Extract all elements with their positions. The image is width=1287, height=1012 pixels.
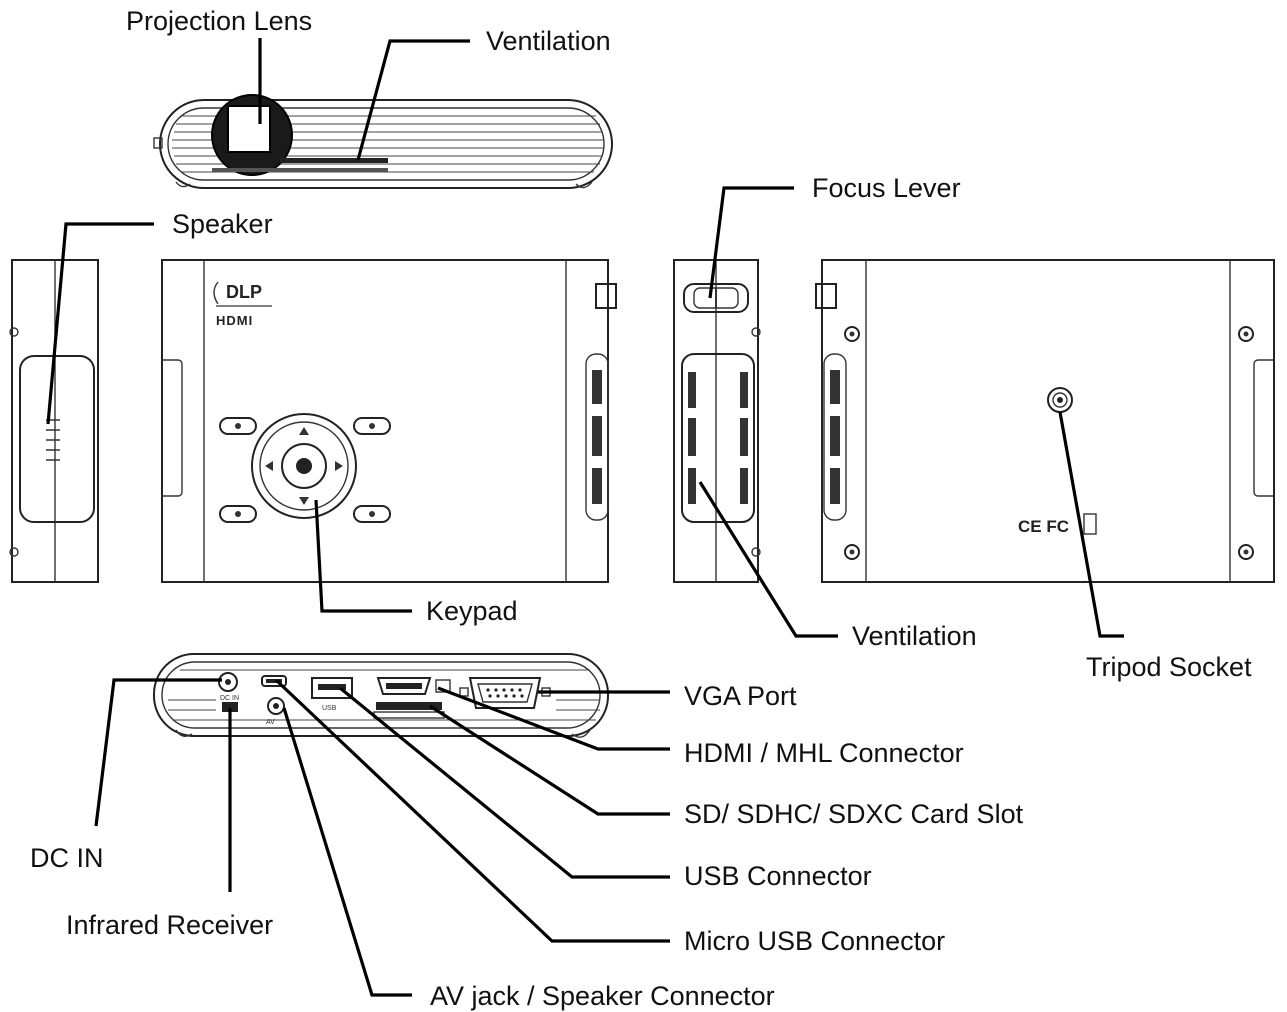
bottom-face-view: CE FC: [815, 259, 1275, 583]
leader-ventilation-top: [356, 39, 470, 161]
dc-in-port: DC IN: [218, 672, 239, 702]
top-vent-slots: [280, 158, 388, 163]
leader-av-jack: [282, 707, 412, 997]
micro-usb-port: [261, 675, 287, 687]
label-keypad: Keypad: [426, 596, 518, 626]
leader-keypad: [314, 499, 412, 613]
label-vga-port: VGA Port: [684, 681, 797, 711]
leader-hdmi-mhl: [437, 686, 670, 751]
label-micro-usb: Micro USB Connector: [684, 926, 945, 956]
source-button[interactable]: [219, 505, 257, 523]
speaker-grille: [19, 355, 95, 523]
menu-button[interactable]: [219, 417, 257, 435]
dlp-logo-text: DLP: [226, 282, 262, 302]
label-speaker: Speaker: [172, 209, 273, 239]
side-vent-panel: [681, 353, 755, 523]
dlp-logo: DLP: [213, 281, 272, 307]
tripod-socket: [1047, 387, 1073, 413]
leader-tripod-socket: [1058, 411, 1124, 638]
label-ventilation-top: Ventilation: [486, 26, 611, 56]
label-dc-in: DC IN: [30, 843, 104, 873]
leader-lines: [46, 38, 1124, 997]
keypad-face-view: DLP HDMI: [161, 259, 617, 583]
certification-marks: CE FC: [1018, 517, 1069, 536]
keypad-side-buttons: [219, 417, 391, 523]
usb-port-label: USB: [322, 705, 337, 712]
back-button[interactable]: [353, 417, 391, 435]
rear-view: DC IN AV USB: [153, 653, 609, 738]
focus-lever[interactable]: [683, 283, 749, 313]
vga-port: [459, 677, 551, 709]
dc-in-port-label: DC IN: [220, 695, 239, 702]
av-jack-port: AV: [266, 697, 285, 726]
leader-sd-slot: [429, 704, 670, 816]
label-focus-lever: Focus Lever: [812, 173, 961, 203]
top-view: [153, 94, 613, 189]
label-tripod-socket: Tripod Socket: [1086, 652, 1252, 682]
callout-labels: Projection Lens Ventilation Focus Lever …: [30, 6, 1252, 1011]
label-infrared-receiver: Infrared Receiver: [66, 910, 273, 940]
power-button[interactable]: [353, 505, 391, 523]
label-hdmi-mhl: HDMI / MHL Connector: [684, 738, 964, 768]
hdmi-logo: HDMI: [216, 313, 253, 328]
keypad[interactable]: [251, 413, 357, 519]
av-port-label: AV: [266, 719, 275, 726]
leader-usb-connector: [338, 686, 670, 879]
usb-port: USB: [311, 677, 353, 712]
label-ventilation-side: Ventilation: [852, 621, 977, 651]
label-av-jack: AV jack / Speaker Connector: [430, 981, 775, 1011]
sd-card-slot: [376, 702, 442, 710]
hdmi-port: [376, 677, 451, 695]
leader-speaker: [46, 222, 154, 425]
infrared-receiver-window: [222, 702, 238, 712]
right-side-view: [673, 259, 761, 583]
keypad-center-button[interactable]: [296, 458, 312, 474]
label-usb-connector: USB Connector: [684, 861, 872, 891]
leader-micro-usb: [274, 678, 670, 943]
leader-dc-in: [94, 678, 222, 827]
projection-lens: [227, 105, 271, 153]
label-sd-slot: SD/ SDHC/ SDXC Card Slot: [684, 799, 1024, 829]
label-projection-lens: Projection Lens: [126, 6, 312, 36]
left-side-view: [9, 259, 99, 583]
leader-focus-lever: [708, 186, 794, 299]
leader-ventilation-side: [698, 481, 838, 638]
